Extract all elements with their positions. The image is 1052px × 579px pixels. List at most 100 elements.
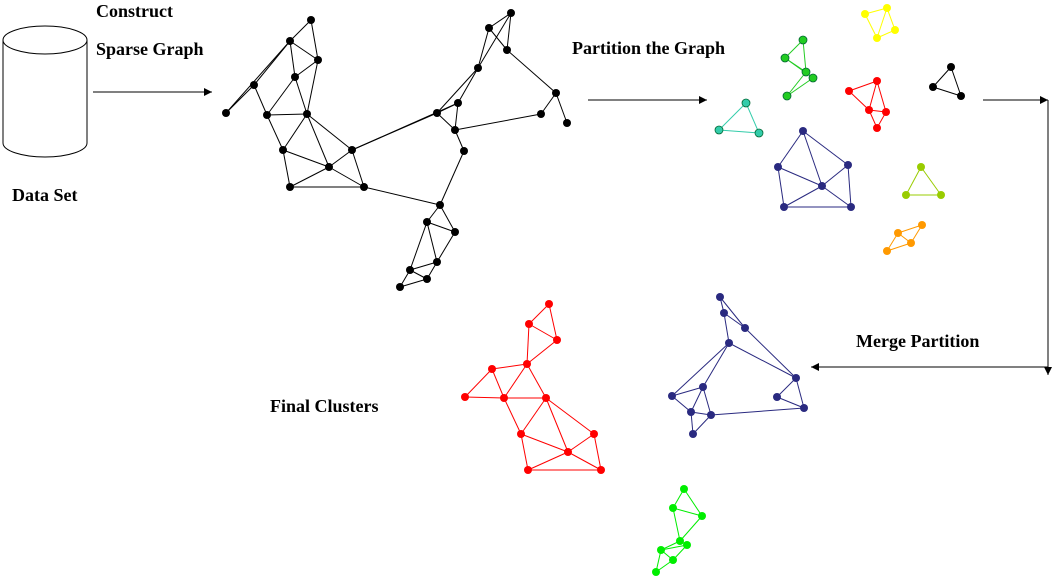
graph-edge — [436, 231, 456, 263]
final-clusters-label: Final Clusters — [270, 396, 379, 416]
graph-edge — [282, 149, 330, 168]
data-set-label: Data Set — [12, 185, 78, 205]
graph-edge — [306, 113, 330, 168]
graph-node — [590, 430, 598, 438]
graph-node — [433, 258, 441, 266]
graph-edge — [488, 12, 512, 29]
graph-edge — [457, 67, 479, 104]
graph-edge — [540, 92, 557, 115]
graph-edge — [506, 49, 557, 94]
graph-edge — [266, 76, 296, 116]
graph-edge — [672, 507, 681, 542]
graph-node — [454, 99, 462, 107]
graph-edge — [876, 80, 887, 113]
graph-edge — [294, 76, 308, 115]
graph-edge — [723, 312, 730, 344]
partition-label: Partition the Graph — [572, 38, 725, 58]
graph-node — [524, 466, 532, 474]
graph-edge — [506, 12, 512, 51]
graph-edge — [503, 363, 528, 399]
graph-node — [537, 110, 545, 118]
graph-node — [314, 56, 322, 64]
graph-node — [714, 125, 724, 135]
graph-edge — [289, 40, 319, 61]
graph-node — [222, 109, 230, 117]
graph-node — [918, 221, 926, 229]
graph-edge — [744, 327, 797, 379]
graph-edge — [786, 71, 807, 97]
graph-node — [325, 163, 333, 171]
graph-node — [669, 504, 677, 512]
graph-edge — [282, 113, 308, 151]
graph-edge — [718, 129, 760, 134]
final-cluster-navy — [668, 293, 808, 438]
graph-node — [957, 92, 965, 100]
graph-node — [773, 393, 781, 401]
graph-edge — [555, 92, 568, 124]
graph-node — [396, 283, 404, 291]
graph-node — [716, 293, 724, 301]
graph-edge — [821, 185, 852, 208]
partition-orange — [883, 221, 926, 255]
graph-edge — [671, 386, 704, 397]
merge-partition-label: Merge Partition — [856, 331, 979, 351]
graph-node — [657, 546, 665, 554]
graph-node — [680, 485, 688, 493]
graph-node — [873, 77, 881, 85]
graph-edge — [777, 130, 804, 168]
graph-edge — [905, 166, 922, 196]
flow-arrows — [93, 88, 1052, 375]
graph-node — [286, 37, 294, 45]
graph-edge — [526, 363, 547, 399]
graph-edge — [567, 451, 602, 471]
graph-node — [348, 146, 356, 154]
graph-node — [808, 73, 818, 83]
graph-edge — [671, 342, 730, 397]
graph-node — [873, 34, 881, 42]
graph-node — [597, 466, 605, 474]
graph-edge — [527, 451, 569, 471]
graph-edge — [864, 13, 878, 39]
graph-edge — [950, 66, 962, 97]
graph-node — [668, 392, 676, 400]
graph-node — [687, 408, 695, 416]
graph-edge — [439, 150, 465, 206]
graph-node — [780, 203, 788, 211]
sparse-graph — [222, 9, 571, 291]
graph-edge — [567, 433, 595, 453]
graph-node — [861, 10, 869, 18]
graph-edge — [802, 130, 823, 187]
graph-node — [798, 35, 808, 45]
graph-edge — [520, 433, 529, 471]
construct-label-line1: Construct — [96, 1, 173, 21]
graph-edge — [528, 323, 558, 341]
graph-node — [517, 430, 525, 438]
graph-edge — [719, 296, 746, 329]
graph-edge — [821, 164, 849, 187]
graph-edge — [282, 149, 291, 188]
graph-node — [883, 247, 891, 255]
graph-edge — [728, 342, 797, 379]
graph-edge — [660, 544, 688, 551]
graph-node — [754, 128, 764, 138]
graph-node — [525, 320, 533, 328]
graph-edge — [464, 368, 493, 398]
graph-edge — [710, 407, 805, 416]
graph-edge — [692, 414, 712, 435]
graph-edge — [520, 397, 547, 435]
graph-edge — [526, 339, 558, 365]
graph-node — [436, 201, 444, 209]
graph-edge — [294, 59, 319, 78]
graph-edge — [439, 204, 456, 233]
graph-node — [782, 91, 792, 101]
graph-edge — [545, 397, 595, 435]
partition-black — [929, 63, 965, 100]
graph-node — [564, 448, 572, 456]
graph-node — [250, 81, 258, 89]
graph-edge — [745, 102, 760, 134]
graph-node — [699, 383, 707, 391]
graph-node — [845, 87, 853, 95]
graph-edge — [464, 396, 505, 399]
graph-edge — [409, 221, 428, 271]
